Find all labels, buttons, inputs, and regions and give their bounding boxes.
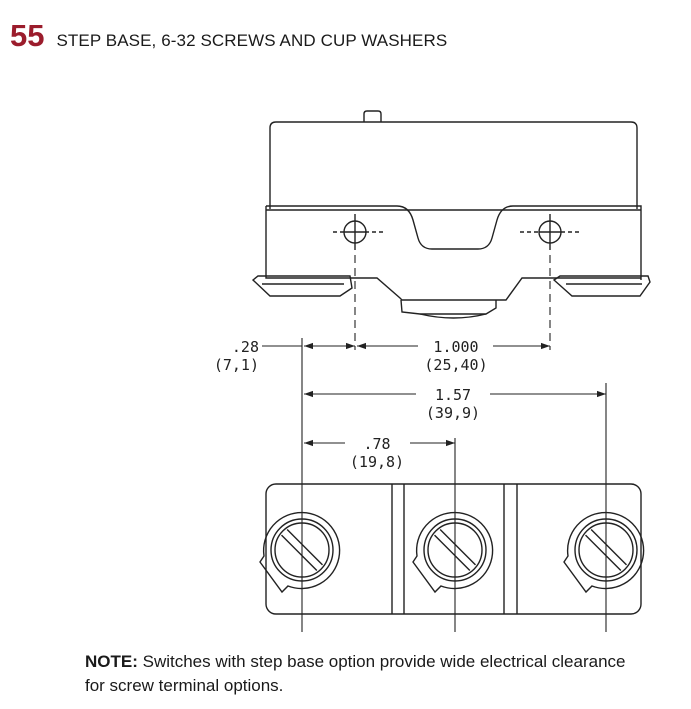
switch-side-view — [251, 110, 651, 319]
right-terminal-foot — [552, 275, 651, 297]
dim-1000-mm: (25,40) — [424, 356, 487, 374]
center-terminal-foot — [400, 299, 497, 315]
terminal-bottom-view — [265, 483, 642, 615]
section-header: 55 STEP BASE, 6-32 SCREWS AND CUP WASHER… — [10, 18, 447, 58]
dim-157-inch: 1.57 — [435, 386, 471, 404]
mounting-hole-right — [520, 214, 580, 250]
left-terminal-foot — [251, 275, 353, 297]
screw-head-3 — [563, 511, 645, 594]
dim-078-inch: .78 — [363, 435, 390, 453]
plunger — [363, 110, 382, 122]
mounting-hole-left — [333, 214, 386, 250]
dim-1000-inch: 1.000 — [433, 338, 478, 356]
dimension-annotations: .28 (7,1) 1.000 (25,40) 1.57 (39,9) .78 … — [214, 338, 606, 471]
screw-head-1 — [259, 511, 341, 594]
step-base — [265, 205, 642, 280]
section-number: 55 — [10, 18, 45, 53]
dim-028-inch: .28 — [232, 338, 259, 356]
dim-157-mm: (39,9) — [426, 404, 480, 422]
dim-078-mm: (19,8) — [350, 453, 404, 471]
screw-terminals — [259, 511, 645, 594]
screw-head-2 — [412, 511, 494, 594]
note-text: Switches with step base option provide w… — [85, 652, 626, 695]
section-title: STEP BASE, 6-32 SCREWS AND CUP WASHERS — [56, 31, 448, 50]
terminal-block — [265, 483, 642, 615]
dim-028-mm: (7,1) — [214, 356, 259, 374]
note-paragraph: NOTE: Switches with step base option pro… — [85, 650, 645, 698]
extension-lines — [301, 255, 607, 632]
switch-body — [269, 121, 638, 209]
note-label: NOTE: — [85, 652, 138, 671]
